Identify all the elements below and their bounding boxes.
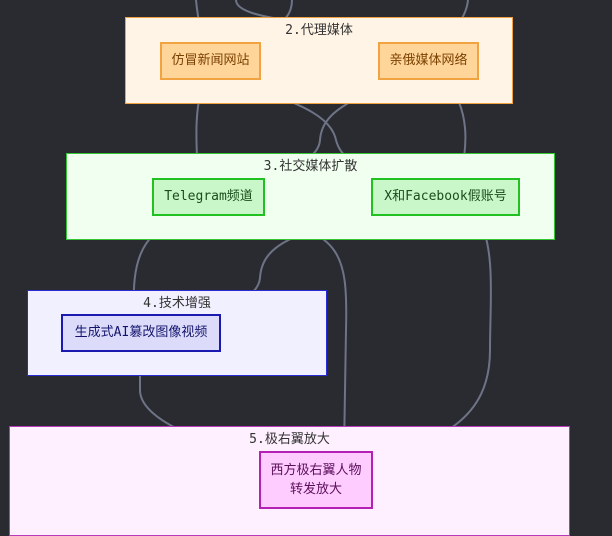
edge-xfb-farright (370, 215, 492, 464)
node-label: X和Facebook假账号 (384, 189, 507, 205)
node-x-facebook-fake-accounts[interactable]: X和Facebook假账号 (371, 178, 520, 216)
node-label: 仿冒新闻网站 (171, 53, 250, 69)
node-label: Telegram频道 (164, 189, 253, 205)
node-label: 亲俄媒体网络 (389, 53, 468, 69)
node-pro-russia-network[interactable]: 亲俄媒体网络 (378, 42, 479, 80)
node-telegram-channels[interactable]: Telegram频道 (152, 178, 265, 216)
node-fake-news-sites[interactable]: 仿冒新闻网站 (160, 42, 261, 80)
cluster-title-tech-enhancement: 4.技术增强 (143, 296, 211, 311)
node-genai-tampering[interactable]: 生成式AI篡改图像视频 (61, 314, 221, 352)
node-label: 西方极右翼人物 转发放大 (270, 461, 361, 500)
node-western-far-right[interactable]: 西方极右翼人物 转发放大 (259, 451, 373, 509)
cluster-title-social-expansion: 3.社交媒体扩散 (263, 159, 358, 174)
cluster-title-far-right-amplify: 5.极右翼放大 (249, 432, 330, 447)
cluster-title-proxy-media: 2.代理媒体 (285, 23, 353, 38)
node-label-line1: 西方极右翼人物 (270, 462, 362, 478)
node-label: 生成式AI篡改图像视频 (74, 325, 208, 341)
node-label-line2: 转发放大 (289, 482, 342, 497)
